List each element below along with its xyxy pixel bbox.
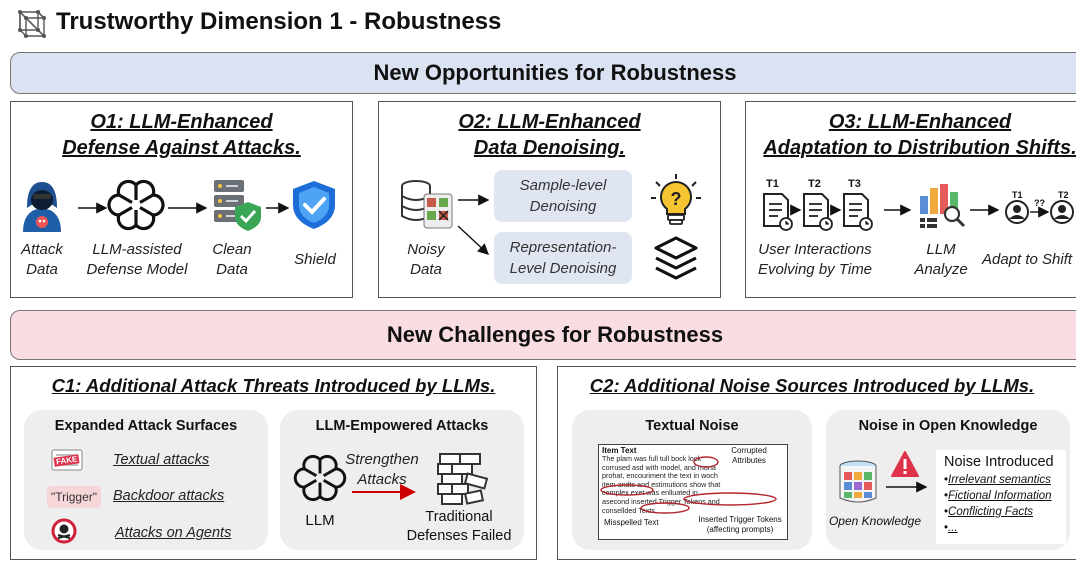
- noise-item: •Conflicting Facts: [944, 506, 1034, 518]
- llm-label: LLM: [305, 512, 335, 529]
- noise-item: •...: [944, 522, 958, 534]
- noise-item-text: Fictional Information: [948, 490, 1052, 502]
- layers-icon: [654, 236, 698, 280]
- question-label: ??: [1034, 198, 1045, 208]
- o3-title-line2: Adaptation to Distribution Shifts.: [763, 137, 1076, 159]
- challenges-banner: New Challenges for Robustness: [10, 310, 1076, 360]
- noise-item-text: Irrelevant semantics: [948, 474, 1051, 486]
- shield-icon: [293, 181, 335, 229]
- llm-openai-icon: [293, 454, 347, 502]
- o3-panel: [745, 101, 1076, 298]
- attack-surfaces-title: Expanded Attack Surfaces: [54, 418, 238, 434]
- noisy-data-label: Noisy Data: [407, 241, 445, 278]
- o3-title-line1: O3: LLM-Enhanced: [828, 111, 1012, 133]
- noise-item: •Irrelevant semantics: [944, 474, 1051, 486]
- adapt-to-shift-label: Adapt to Shift: [982, 251, 1073, 268]
- t1-label: T1: [766, 178, 779, 190]
- attacks-on-agents-link[interactable]: Attacks on Agents: [115, 525, 232, 541]
- representation-level-pill: Representation- Level Denoising: [494, 232, 632, 284]
- strengthen-attacks-label: Strengthen Attacks: [345, 451, 419, 488]
- defense-model-label: LLM-assisted Defense Model: [86, 241, 188, 278]
- noise-item-text: Conflicting Facts: [948, 506, 1034, 518]
- noise-highlight-ovals: [600, 456, 777, 514]
- sample-level-pill: Sample-level Denoising: [494, 170, 632, 222]
- o2-title-line1: O2: LLM-Enhanced: [458, 111, 641, 133]
- cube-network-icon: [18, 10, 46, 38]
- u2-label: T2: [1058, 190, 1069, 200]
- noise-introduced-title: Noise Introduced: [944, 454, 1054, 470]
- llm-analyze-label: LLM Analyze: [914, 241, 968, 278]
- skull-warning-icon: [51, 518, 77, 544]
- llm-attacks-title: LLM-Empowered Attacks: [315, 418, 489, 434]
- o3-arrows: [884, 204, 1000, 216]
- openai-logo-icon: [107, 179, 165, 231]
- misspelled-text-label: Misspelled Text: [604, 518, 659, 527]
- textual-noise-title: Textual Noise: [645, 418, 739, 434]
- page-title: Trustworthy Dimension 1 - Robustness: [56, 8, 502, 35]
- item-text-card: [598, 444, 788, 540]
- o2-arrows: [457, 194, 490, 255]
- broken-wall-icon: [437, 453, 489, 505]
- noise-item-text: ...: [948, 522, 958, 534]
- warning-triangle-icon: [891, 451, 919, 477]
- user-interactions-label: User Interactions Evolving by Time: [757, 241, 873, 278]
- open-knowledge-title: Noise in Open Knowledge: [858, 418, 1038, 434]
- t2-label: T2: [808, 178, 821, 190]
- c2-title: C2: Additional Noise Sources Introduced …: [589, 375, 1035, 396]
- u1-label: T1: [1012, 190, 1023, 200]
- clean-data-label: Clean Data: [212, 241, 252, 278]
- user-shift-icons: [1005, 200, 1074, 224]
- svg-text:?: ?: [671, 189, 682, 209]
- noisy-database-icon: [401, 180, 453, 229]
- lightbulb-question-icon: ?: [651, 174, 701, 225]
- defenses-failed-label: Traditional Defenses Failed: [406, 509, 512, 544]
- open-knowledge-arrow: [886, 481, 928, 493]
- textual-attacks-link[interactable]: Textual attacks: [113, 452, 210, 468]
- server-check-icon: [214, 180, 261, 231]
- opportunities-banner: New Opportunities for Robustness: [10, 52, 1076, 94]
- trigger-badge: "Trigger": [47, 486, 101, 508]
- o1-title-line2: Defense Against Attacks.: [62, 137, 301, 159]
- shield-label: Shield: [294, 251, 336, 268]
- chart-analyze-icon: [920, 184, 966, 228]
- o1-arrows: [78, 202, 290, 214]
- backdoor-attacks-link[interactable]: Backdoor attacks: [113, 488, 225, 504]
- strengthen-arrow: [352, 484, 416, 500]
- o2-title-line2: Data Denoising.: [473, 137, 626, 159]
- hacker-icon: [23, 182, 61, 232]
- noise-list-card: [936, 450, 1066, 544]
- item-text-title: Item Text: [602, 446, 637, 455]
- o1-title-line1: O1: LLM-Enhanced: [90, 111, 273, 133]
- inserted-trigger-label: Inserted Trigger Tokens (affecting promp…: [698, 515, 782, 534]
- corrupted-attributes-label: Corrupted Attributes: [731, 446, 767, 465]
- attack-data-label: Attack Data: [21, 241, 63, 278]
- open-knowledge-label: Open Knowledge: [828, 514, 922, 528]
- noise-item: •Fictional Information: [944, 490, 1052, 502]
- user-timeline-icons: [763, 193, 873, 231]
- t3-label: T3: [848, 178, 861, 190]
- c1-title: C1: Additional Attack Threats Introduced…: [51, 375, 496, 396]
- colorful-database-icon: [839, 460, 877, 503]
